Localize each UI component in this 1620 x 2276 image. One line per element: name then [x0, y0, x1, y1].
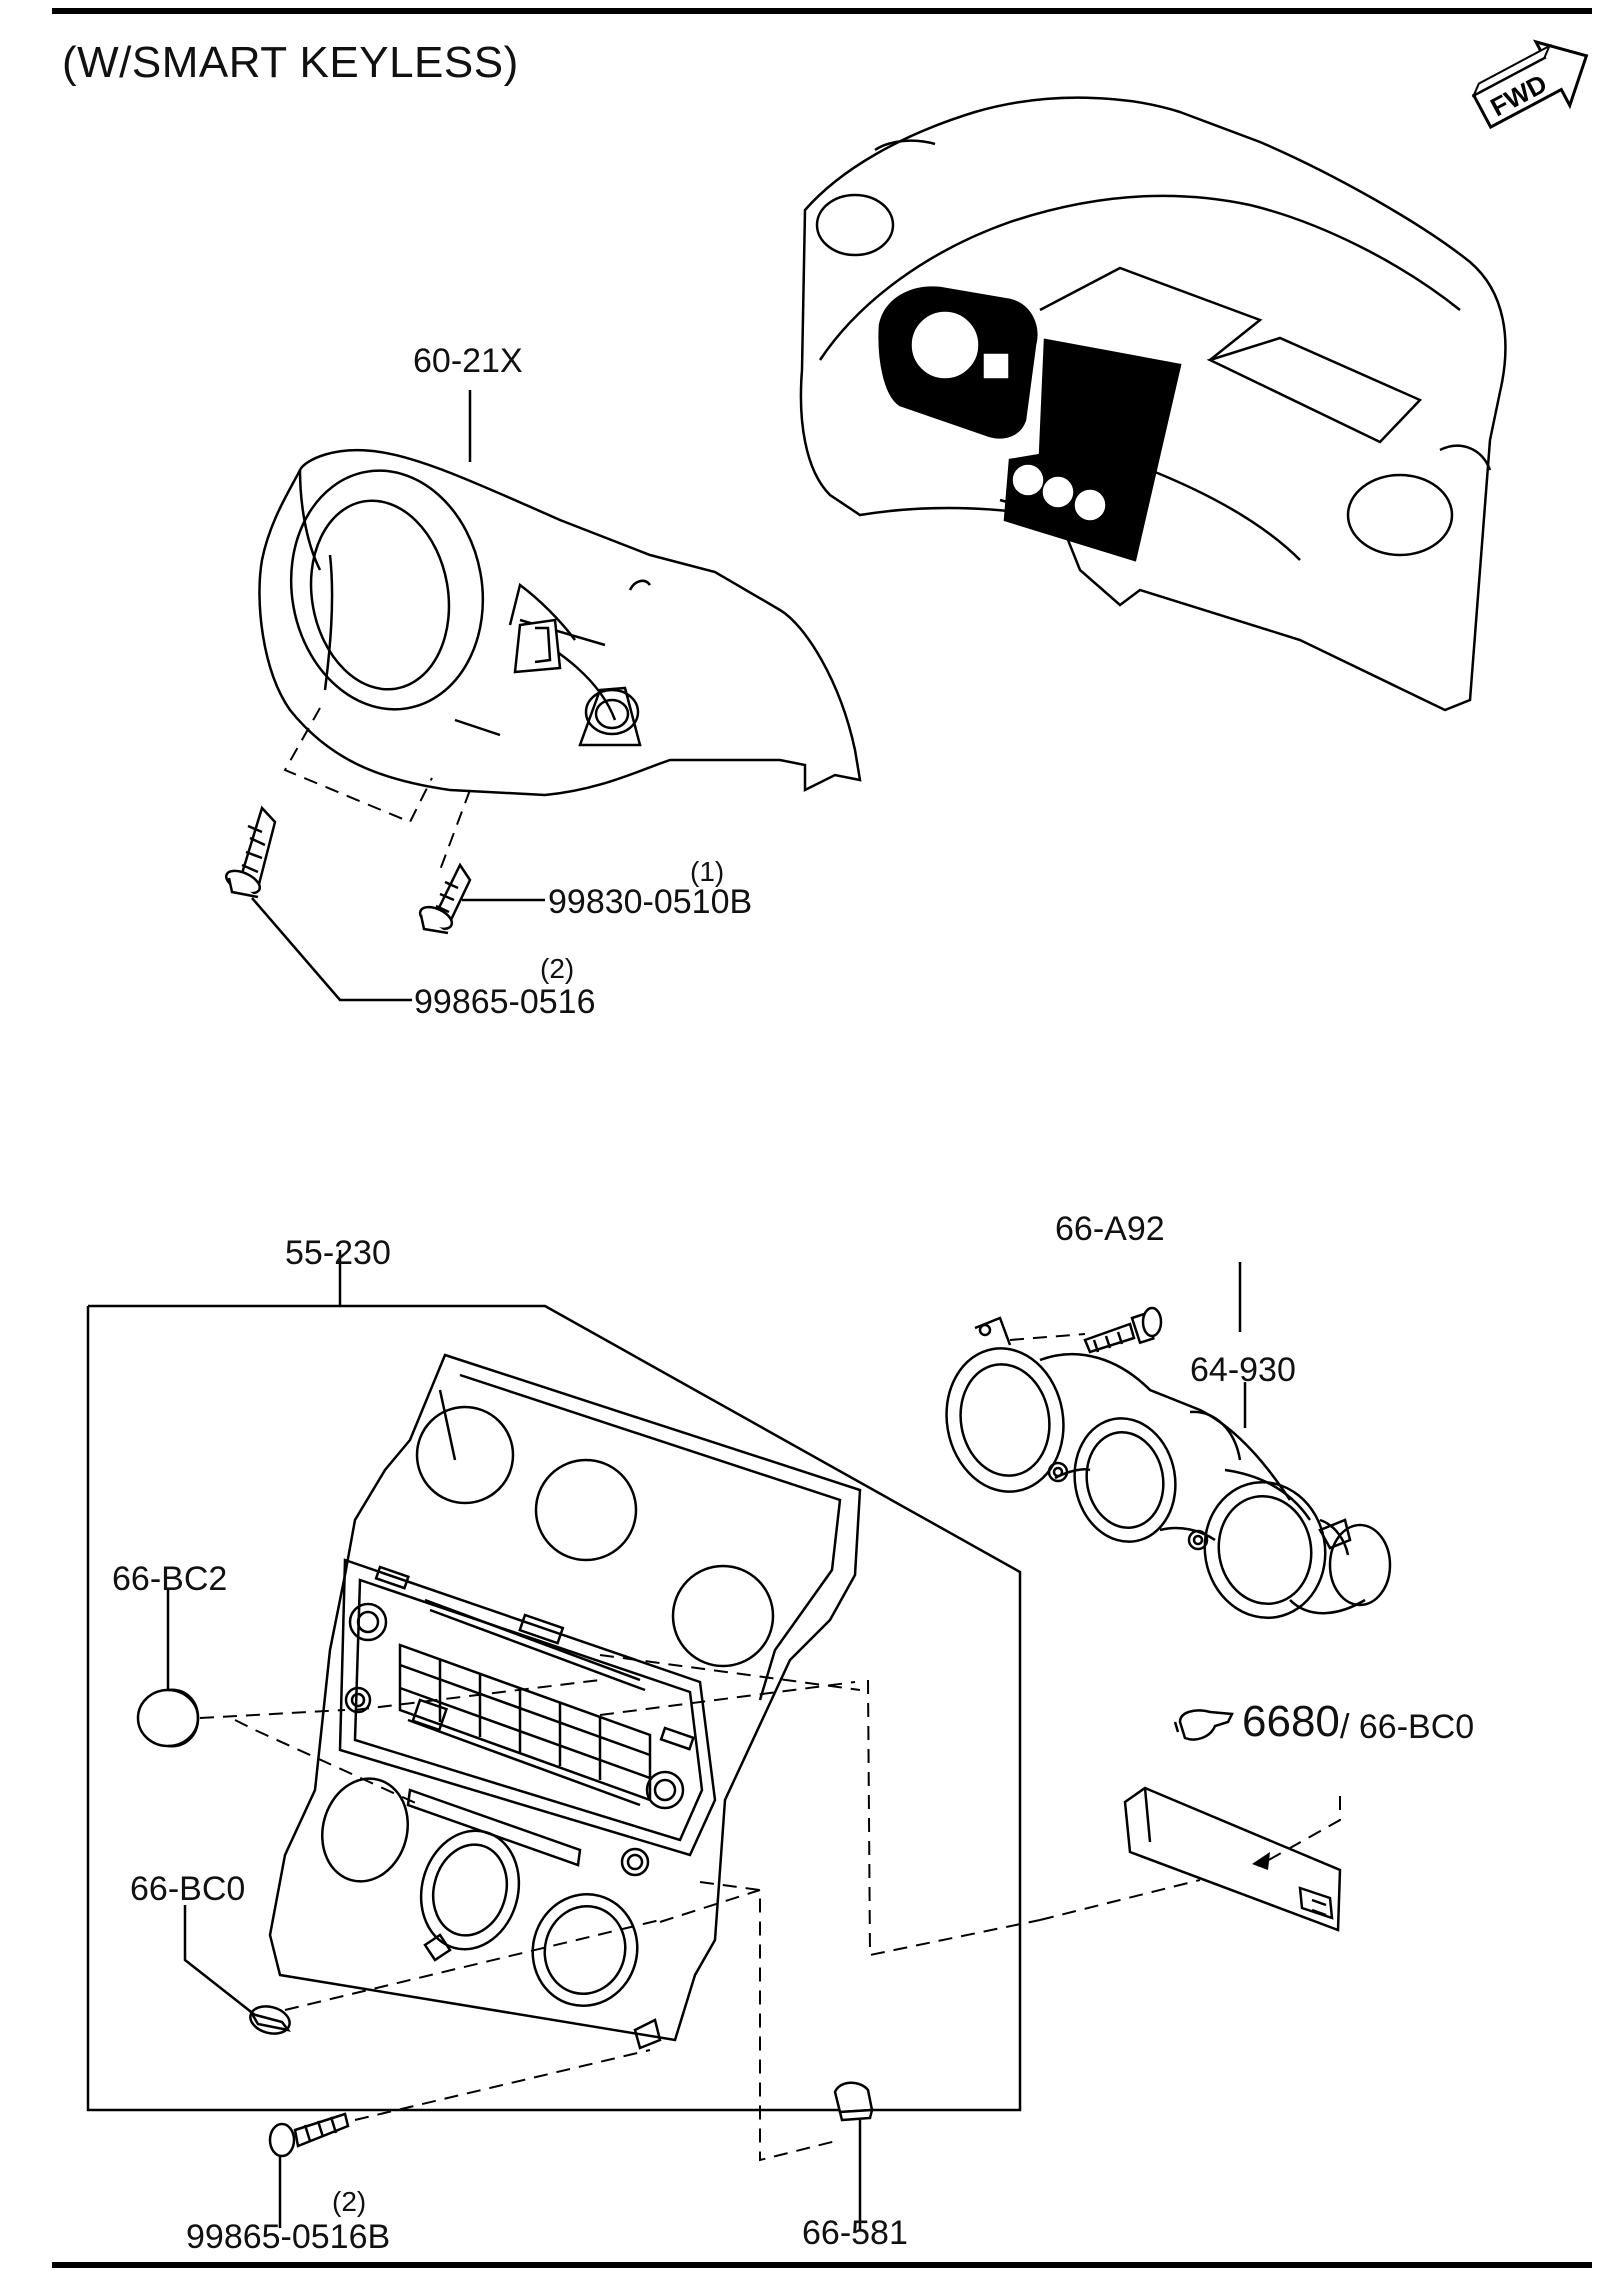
- screw-99830-0510b: [417, 865, 470, 933]
- label-66-bc2: 66-BC2: [112, 1560, 228, 1598]
- screw-99865-0516: [223, 808, 275, 898]
- diagram-title: (W/SMART KEYLESS): [62, 38, 519, 87]
- label-6680-alt: / 66-BC0: [1340, 1708, 1475, 1746]
- screw-99865-0516b: [270, 2114, 348, 2156]
- leaders-top: [252, 390, 545, 1000]
- qty-99865: (2): [540, 953, 575, 984]
- top-border: [52, 8, 1592, 14]
- hand-pointer-icon: [1175, 1710, 1232, 1739]
- column-cover-60-21x: [259, 450, 860, 795]
- arrow-head: [1252, 1852, 1270, 1870]
- vent-duct-64-930: [935, 1318, 1390, 1627]
- column-screw-guides: [285, 708, 470, 870]
- screw-66-a92: [1085, 1308, 1161, 1352]
- label-99865-0516: 99865-0516: [414, 983, 596, 1021]
- label-60-21x: 60-21X: [413, 342, 523, 380]
- qty-99830: (1): [690, 856, 725, 887]
- label-66-bc0: 66-BC0: [130, 1870, 246, 1908]
- box-6680: [1125, 1788, 1340, 1930]
- cap-66-bc2: [138, 1690, 198, 1746]
- cap-66-bc0: [247, 2002, 292, 2037]
- label-66-a92: 66-A92: [1055, 1210, 1165, 1248]
- bottom-border: [52, 2262, 1592, 2268]
- leaders-lower: [168, 1262, 1245, 2230]
- center-panel-assembly: [270, 1355, 860, 2048]
- qty-99865b: (2): [332, 2186, 367, 2217]
- fwd-arrow-icon: FWD: [1465, 24, 1603, 143]
- assembly-outline-55-230: [88, 1250, 1020, 2110]
- label-99865-0516b: 99865-0516B: [186, 2218, 391, 2256]
- label-64-930: 64-930: [1190, 1351, 1296, 1389]
- label-99830-0510b: 99830-0510B: [548, 883, 753, 921]
- label-55-230: 55-230: [285, 1234, 391, 1272]
- label-66-581: 66-581: [802, 2214, 908, 2252]
- bulb-66-581: [835, 2083, 872, 2120]
- center-panel-shape: [1005, 340, 1180, 560]
- label-6680: 6680: [1242, 1697, 1340, 1746]
- panel-guides: [200, 1334, 1340, 2160]
- dashboard-overview: [801, 98, 1505, 710]
